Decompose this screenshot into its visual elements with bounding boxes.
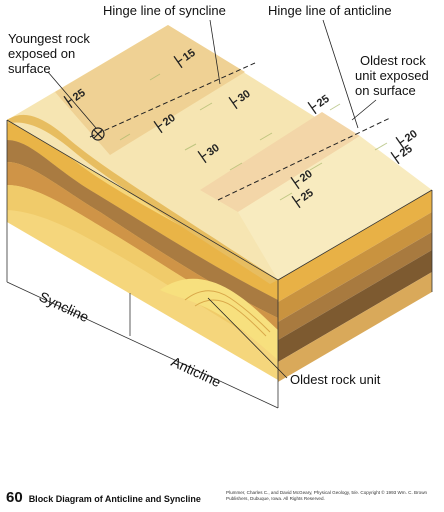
dip-value: 30 [236,88,253,105]
dip-value: 20 [403,128,420,145]
page-number: 60 [6,489,23,506]
figure-title: Block Diagram of Anticline and Syncline [28,494,201,504]
dip-value: 25 [71,87,88,104]
label-oldest-rock-surface-line-1: Oldest rock [360,53,426,68]
dip-value: 25 [315,93,332,110]
dip-value: 30 [205,142,222,159]
block-outline [6,119,433,382]
strike-dip-symbol: 30 [197,142,222,164]
strike-dip-symbol: 20 [395,128,420,150]
label-youngest-rock-line-3: surface [8,61,51,76]
label-oldest-rock-unit: Oldest rock unit [290,372,381,387]
label-youngest-rock-line-1: Youngest rock [8,31,90,46]
label-hinge-syncline: Hinge line of syncline [103,3,226,18]
region-brackets [6,222,279,409]
credit-line: Plummer, Charles C., and David McGeary, … [226,490,428,501]
label-oldest-rock-surface-line-2: unit exposed [355,68,429,83]
side-face [278,190,432,382]
label-oldest-rock-surface-line-3: on surface [355,83,416,98]
dip-value: 25 [299,187,316,204]
label-youngest-rock: Youngest rock exposed on surface [8,31,90,76]
syncline-center-symbol [91,127,105,141]
label-syncline: Syncline [37,288,92,325]
label-anticline: Anticline [169,353,224,390]
label-oldest-rock-surface: Oldest rock unit exposed on surface [355,53,429,98]
label-youngest-rock-line-2: exposed on [8,46,75,61]
strike-dip-symbol: 25 [390,143,415,165]
dip-value: 20 [161,112,178,129]
strike-dip-symbol: 20 [153,112,178,134]
syncline-hinge-line [89,62,256,138]
strike-dip-symbol: 30 [228,88,253,110]
dip-value: 25 [398,143,415,160]
dip-value: 20 [298,168,315,185]
figure-caption: 60 Block Diagram of Anticline and Synclin… [6,489,201,506]
label-hinge-anticline: Hinge line of anticline [268,3,392,18]
strike-dip-symbol: 25 [291,187,316,209]
strike-dip-symbol: 25 [63,87,88,109]
strike-dip-symbol: 15 [173,47,198,69]
top-surface [7,25,432,284]
strike-dip-symbol: 20 [290,168,315,190]
leader-lines [47,19,377,379]
dip-value: 15 [181,47,198,64]
strike-dip-symbol: 25 [307,93,332,115]
front-face [7,117,278,380]
strike-dip-symbols: 15 25 20 30 25 30 20 25 [63,47,420,209]
